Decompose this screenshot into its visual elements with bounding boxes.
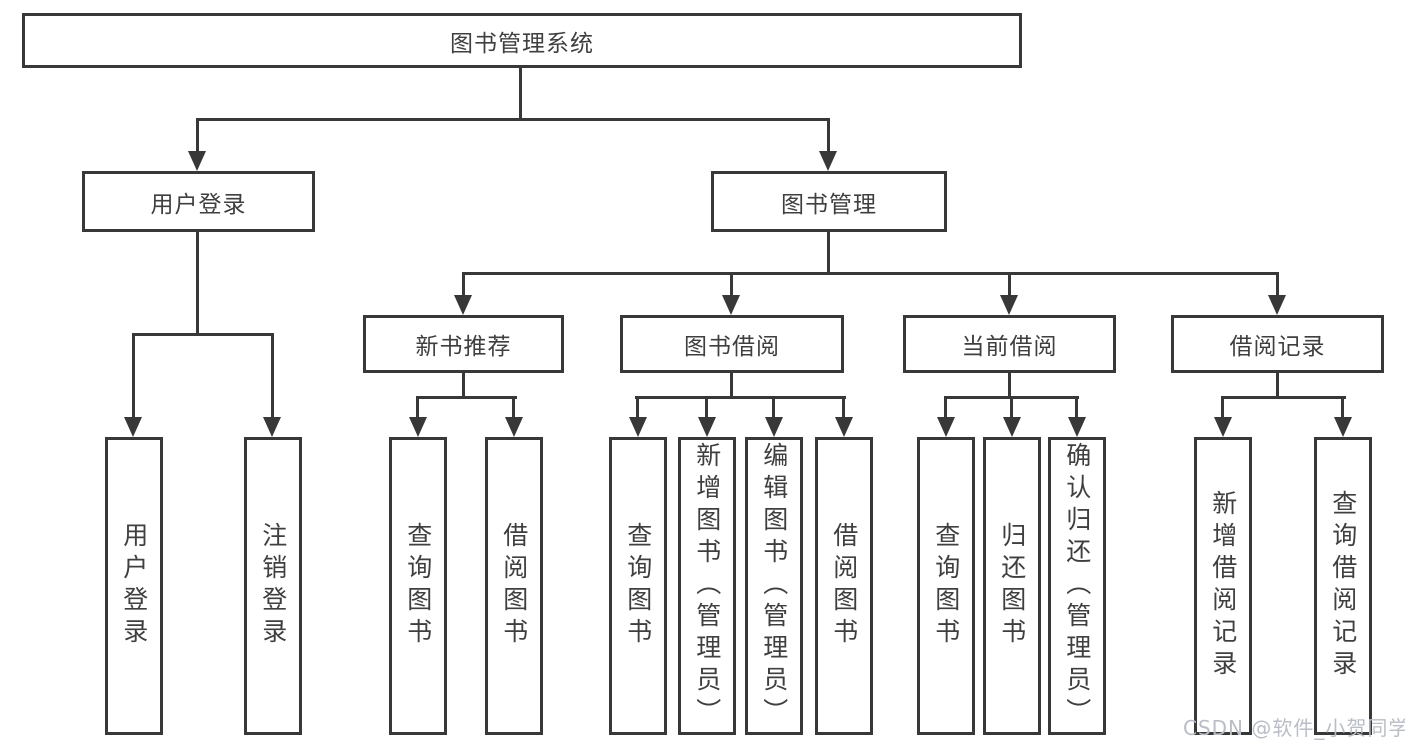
leaf-newbook-query: 查询图书	[389, 437, 447, 735]
leaf-borrow-edit-admin: 编辑图书（管理员）	[745, 437, 803, 735]
arrow-down-icon	[937, 417, 955, 437]
leaf-newbook-borrow: 借阅图书	[485, 437, 543, 735]
leaf-logout: 注销登录	[244, 437, 302, 735]
connector-level3-bus	[462, 272, 1279, 275]
arrow-down-icon	[629, 417, 647, 437]
arrow-down-icon	[835, 417, 853, 437]
connector-drop	[1341, 396, 1344, 418]
node-book-borrow-label: 图书借阅	[684, 334, 780, 360]
node-current-borrow-label: 当前借阅	[961, 334, 1058, 360]
leaf-user-login-label: 用户登录	[119, 522, 149, 650]
node-current-borrow: 当前借阅	[903, 315, 1116, 373]
connector-drop	[512, 396, 515, 418]
node-new-books: 新书推荐	[363, 315, 564, 373]
leaf-borrow-add-admin-label: 新增图书（管理员）	[692, 442, 722, 730]
leaf-records-add-label: 新增借阅记录	[1208, 490, 1238, 682]
connector-new-books-bus	[416, 396, 517, 399]
node-new-books-label: 新书推荐	[415, 334, 512, 360]
connector-drop	[1221, 396, 1224, 418]
arrow-down-icon	[765, 417, 783, 437]
node-book-mgmt-label: 图书管理	[781, 191, 877, 218]
arrow-down-icon	[1068, 417, 1086, 437]
node-book-mgmt: 图书管理	[711, 171, 947, 232]
connector-drop-user-login	[196, 118, 199, 152]
node-book-borrow: 图书借阅	[620, 315, 844, 373]
connector-drop-borrow-records	[1276, 272, 1279, 296]
connector-root-stem	[519, 66, 522, 118]
arrow-down-icon	[505, 417, 523, 437]
leaf-records-query: 查询借阅记录	[1314, 437, 1372, 735]
node-user-login: 用户登录	[82, 171, 315, 232]
leaf-logout-label: 注销登录	[258, 522, 288, 650]
leaf-current-return-label: 归还图书	[997, 522, 1027, 650]
leaf-borrow-add-admin: 新增图书（管理员）	[678, 437, 736, 735]
leaf-records-add: 新增借阅记录	[1194, 437, 1252, 735]
connector-book-mgmt-stem	[827, 232, 830, 275]
connector-drop-new-books	[462, 272, 465, 296]
connector-book-borrow-stem	[730, 373, 733, 399]
connector-drop	[416, 396, 419, 418]
connector-drop-leaf-logout	[271, 333, 274, 418]
connector-level2-bus	[196, 118, 830, 121]
arrow-down-icon	[454, 295, 472, 315]
connector-drop-book-mgmt	[827, 118, 830, 152]
leaf-current-query-label: 查询图书	[931, 522, 961, 650]
connector-user-login-bus	[132, 333, 274, 336]
connector-borrow-records-bus	[1221, 396, 1346, 399]
leaf-records-query-label: 查询借阅记录	[1328, 490, 1358, 682]
arrow-down-icon	[263, 417, 281, 437]
connector-new-books-stem	[462, 373, 465, 399]
leaf-borrow-borrow: 借阅图书	[815, 437, 873, 735]
leaf-borrow-edit-admin-label: 编辑图书（管理员）	[759, 442, 789, 730]
connector-drop	[842, 396, 845, 418]
arrow-down-icon	[188, 151, 206, 171]
leaf-current-return: 归还图书	[983, 437, 1041, 735]
leaf-newbook-query-label: 查询图书	[403, 522, 433, 650]
leaf-newbook-borrow-label: 借阅图书	[499, 522, 529, 650]
arrow-down-icon	[722, 295, 740, 315]
leaf-current-confirm-admin: 确认归还（管理员）	[1048, 437, 1106, 735]
node-root-system-label: 图书管理系统	[450, 30, 594, 57]
connector-borrow-records-stem	[1276, 373, 1279, 399]
connector-book-borrow-bus	[635, 396, 846, 399]
connector-drop	[772, 396, 775, 418]
leaf-user-login: 用户登录	[105, 437, 163, 735]
arrow-down-icon	[1268, 295, 1286, 315]
connector-drop	[636, 396, 639, 418]
connector-drop-book-borrow	[730, 272, 733, 296]
node-borrow-records-label: 借阅记录	[1229, 334, 1326, 360]
connector-drop-leaf-login	[132, 333, 135, 418]
arrow-down-icon	[124, 417, 142, 437]
connector-drop	[944, 396, 947, 418]
arrow-down-icon	[409, 417, 427, 437]
leaf-borrow-query: 查询图书	[609, 437, 667, 735]
leaf-current-confirm-admin-label: 确认归还（管理员）	[1062, 442, 1092, 730]
arrow-down-icon	[698, 417, 716, 437]
leaf-current-query: 查询图书	[917, 437, 975, 735]
csdn-watermark: CSDN @软件_小贺同学	[1183, 716, 1405, 740]
arrow-down-icon	[1003, 417, 1021, 437]
node-root-system: 图书管理系统	[22, 13, 1022, 68]
leaf-borrow-query-label: 查询图书	[623, 522, 653, 650]
connector-drop-current-borrow	[1008, 272, 1011, 296]
connector-user-login-stem	[196, 232, 199, 336]
node-user-login-label: 用户登录	[150, 191, 247, 218]
connector-drop	[1075, 396, 1078, 418]
connector-drop	[1010, 396, 1013, 418]
connector-current-borrow-stem	[1008, 373, 1011, 399]
arrow-down-icon	[1214, 417, 1232, 437]
connector-drop	[705, 396, 708, 418]
node-borrow-records: 借阅记录	[1171, 315, 1384, 373]
arrow-down-icon	[819, 151, 837, 171]
arrow-down-icon	[1000, 295, 1018, 315]
leaf-borrow-borrow-label: 借阅图书	[829, 522, 859, 650]
arrow-down-icon	[1334, 417, 1352, 437]
